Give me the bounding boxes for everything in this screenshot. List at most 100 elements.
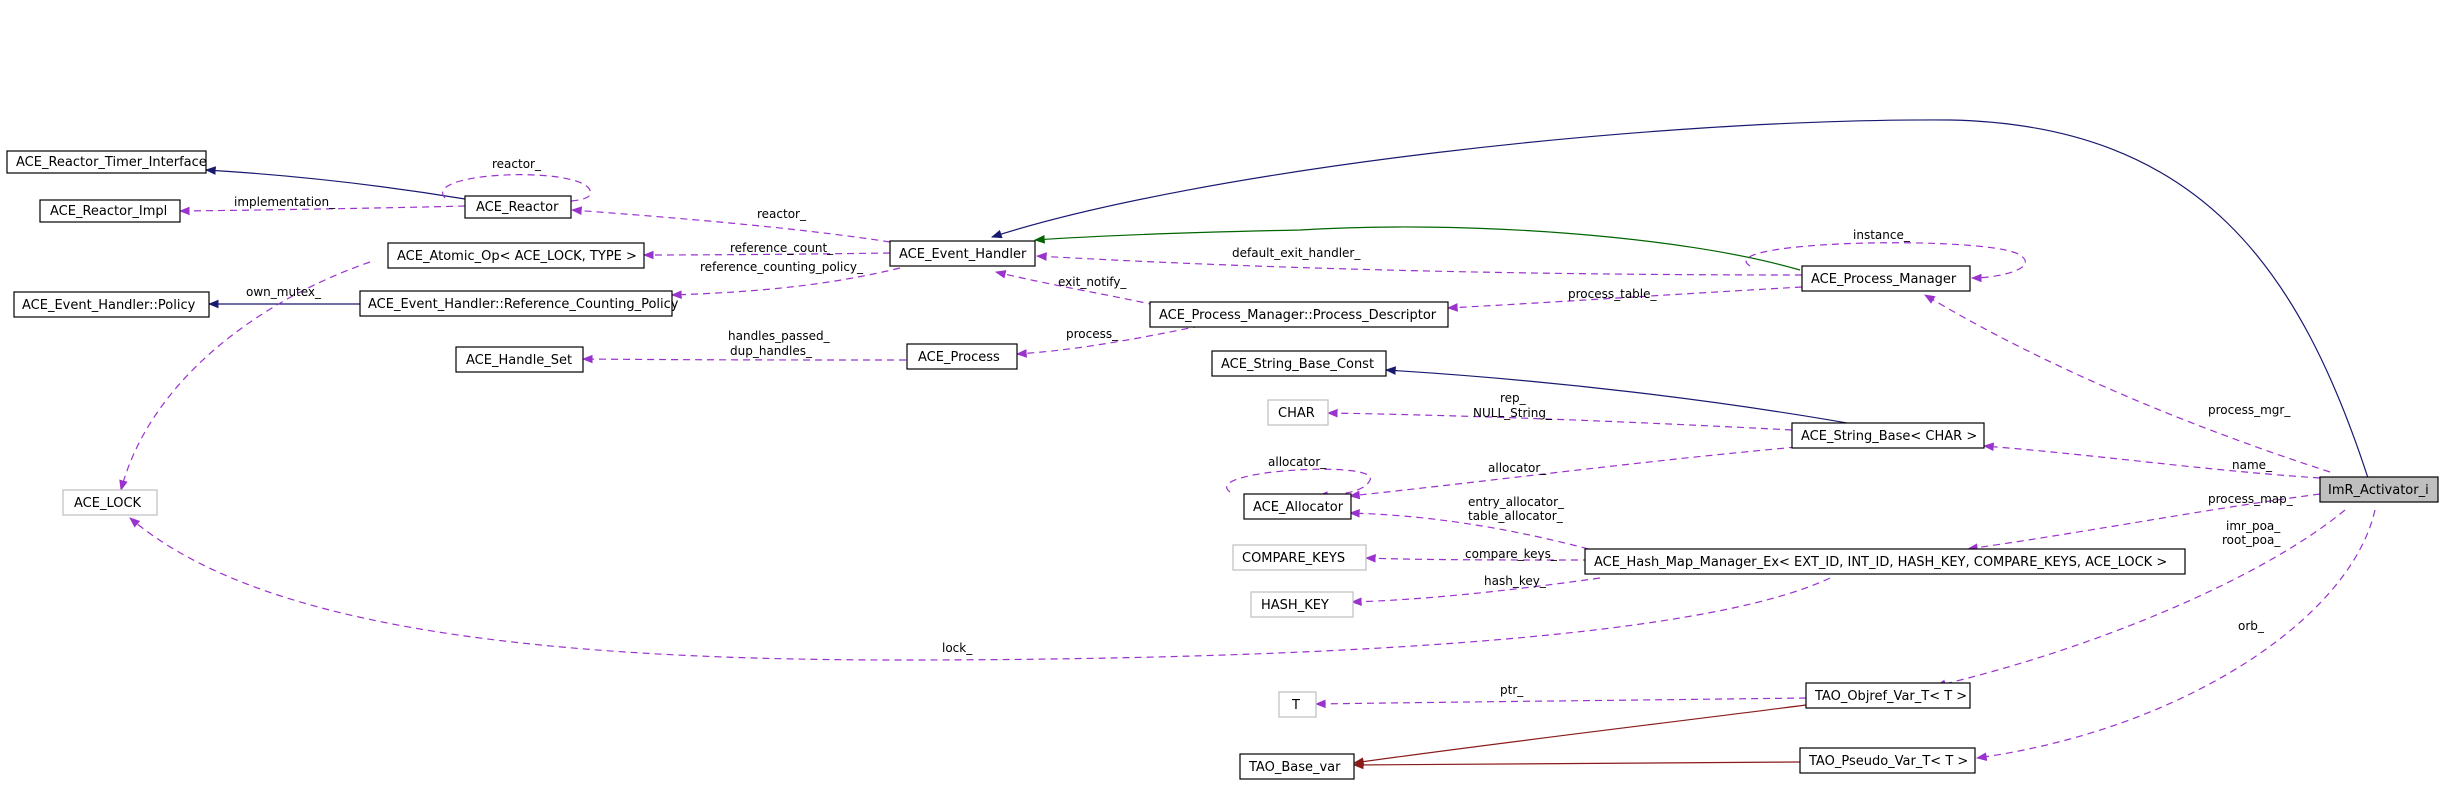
label-allocator-self: allocator_ [1268,455,1327,469]
svg-text:ACE_Event_Handler: ACE_Event_Handler [899,247,1027,262]
edge-process [1015,325,1201,358]
label-orb: orb_ [2238,619,2265,633]
edge-exit-notify [994,270,1156,306]
svg-text:ACE_Process: ACE_Process [918,350,1000,365]
node-char[interactable]: CHAR [1267,399,1329,426]
node-atomic-op[interactable]: ACE_Atomic_Op< ACE_LOCK, TYPE > [387,242,645,269]
node-string-base-char[interactable]: ACE_String_Base< CHAR > [1791,422,1985,449]
node-hash-key[interactable]: HASH_KEY [1250,591,1354,618]
label-reactor: reactor_ [757,207,807,221]
label-own-mutex: own_mutex_ [246,285,322,299]
label-null-string: NULL_String_ [1473,406,1553,420]
svg-text:T: T [1291,698,1300,713]
node-compare-keys[interactable]: COMPARE_KEYS [1232,544,1367,571]
svg-text:CHAR: CHAR [1278,406,1315,421]
svg-text:ACE_Event_Handler::Reference_C: ACE_Event_Handler::Reference_Counting_Po… [368,297,679,312]
node-process[interactable]: ACE_Process [906,343,1018,370]
node-hash-map-manager[interactable]: ACE_Hash_Map_Manager_Ex< EXT_ID, INT_ID,… [1584,548,2186,575]
svg-text:ACE_String_Base< CHAR >: ACE_String_Base< CHAR > [1801,429,1977,444]
node-event-handler[interactable]: ACE_Event_Handler [889,240,1036,267]
label-process-map: process_map_ [2208,492,2294,506]
node-reactor-impl[interactable]: ACE_Reactor_Impl [39,199,181,223]
edge-reference-count [642,250,891,260]
node-base-var[interactable]: TAO_Base_var [1239,753,1355,780]
edge-rep-null-string [1326,408,1793,431]
edge-entry-table-allocator [1348,508,1601,553]
node-objref-var[interactable]: TAO_Objref_Var_T< T > [1805,682,1971,709]
edge-lock [129,517,1831,661]
svg-text:ACE_Atomic_Op< ACE_LOCK, TYPE: ACE_Atomic_Op< ACE_LOCK, TYPE > [397,249,637,264]
node-t[interactable]: T [1278,691,1317,718]
svg-text:ACE_Handle_Set: ACE_Handle_Set [466,353,572,368]
svg-text:ACE_Process_Manager::Process_D: ACE_Process_Manager::Process_Descriptor [1159,308,1437,323]
label-process-mgr: process_mgr_ [2208,403,2291,417]
node-string-base-const[interactable]: ACE_String_Base_Const [1211,350,1387,377]
node-event-handler-policy[interactable]: ACE_Event_Handler::Policy [13,291,210,318]
svg-text:ACE_Reactor_Timer_Interface: ACE_Reactor_Timer_Interface [16,155,207,170]
label-default-exit-handler: default_exit_handler_ [1232,246,1361,260]
node-ref-counting-policy[interactable]: ACE_Event_Handler::Reference_Counting_Po… [359,290,679,317]
edge-poa [1934,509,2346,688]
label-reactor-self: reactor_ [492,157,542,171]
label-entry-allocator: entry_allocator_ [1468,495,1565,509]
node-allocator[interactable]: ACE_Allocator [1243,493,1352,520]
node-imr-activator[interactable]: ImR_Activator_i [2319,476,2439,503]
label-lock: lock_ [942,641,973,655]
edge-instance-self [1745,242,2026,283]
edge-name [1982,442,2321,479]
label-handles-passed: handles_passed_ [728,329,831,343]
label-instance: instance_ [1853,228,1911,242]
edge-string-allocator [1348,445,1809,500]
svg-text:TAO_Pseudo_Var_T< T >: TAO_Pseudo_Var_T< T > [1808,754,1968,769]
svg-text:ACE_Reactor: ACE_Reactor [476,200,559,215]
edge-process-mgr [1924,294,2331,473]
label-reference-count: reference_count_ [730,241,834,255]
svg-text:ImR_Activator_i: ImR_Activator_i [2328,483,2429,498]
edge-orb [1975,509,2376,761]
label-imr-poa: imr_poa_ [2226,519,2281,533]
edge-string-base-inherit [1384,366,1871,428]
node-reactor-timer-interface[interactable]: ACE_Reactor_Timer_Interface [6,150,207,174]
edge-hash-key [1350,577,1601,607]
label-process: process_ [1066,327,1119,341]
svg-text:ACE_Process_Manager: ACE_Process_Manager [1811,272,1957,287]
node-handle-set[interactable]: ACE_Handle_Set [455,346,584,373]
svg-text:ACE_Reactor_Impl: ACE_Reactor_Impl [50,204,167,219]
edge-reference-counting-policy [670,267,901,299]
svg-text:ACE_Event_Handler::Policy: ACE_Event_Handler::Policy [22,298,196,313]
edge-reactor-self [442,174,591,207]
node-process-manager[interactable]: ACE_Process_Manager [1801,265,1971,292]
label-process-table: process_table_ [1568,287,1658,301]
edge-default-exit-handler [1035,252,1803,276]
edge-reactor-impl [178,205,466,216]
label-root-poa: root_poa_ [2222,533,2281,547]
node-pseudo-var[interactable]: TAO_Pseudo_Var_T< T > [1799,747,1976,774]
edge-process-map [1966,493,2321,552]
label-exit-notify: exit_notify_ [1058,275,1127,289]
label-ptr: ptr_ [1500,683,1524,697]
edge-ptr [1314,697,1807,709]
label-table-allocator: table_allocator_ [1468,509,1564,523]
svg-text:ACE_LOCK: ACE_LOCK [74,496,142,511]
edge-pseudo-base-var [1352,760,1801,770]
svg-text:HASH_KEY: HASH_KEY [1261,598,1329,613]
svg-text:TAO_Objref_Var_T< T >: TAO_Objref_Var_T< T > [1814,689,1967,704]
edge-event-handler-reactor [570,206,891,243]
edge-allocator-self [1226,468,1371,500]
label-hash-key: hash_key_ [1484,574,1547,588]
edge-imr-event-handler [990,119,2369,479]
label-dup-handles: dup_handles_ [730,344,813,358]
svg-text:TAO_Base_var: TAO_Base_var [1248,760,1341,775]
node-process-descriptor[interactable]: ACE_Process_Manager::Process_Descriptor [1149,301,1449,328]
edge-process-table [1446,286,1803,312]
edge-own-mutex [119,261,371,492]
edge-objref-base-var [1352,704,1807,766]
svg-text:COMPARE_KEYS: COMPARE_KEYS [1242,551,1345,566]
svg-text:ACE_Allocator: ACE_Allocator [1253,500,1344,515]
svg-text:ACE_Hash_Map_Manager_Ex< EXT_I: ACE_Hash_Map_Manager_Ex< EXT_ID, INT_ID,… [1594,555,2167,570]
node-ace-lock[interactable]: ACE_LOCK [62,489,158,516]
label-name: name_ [2232,458,2273,472]
svg-text:ACE_String_Base_Const: ACE_String_Base_Const [1221,357,1374,372]
node-reactor[interactable]: ACE_Reactor [464,195,572,219]
